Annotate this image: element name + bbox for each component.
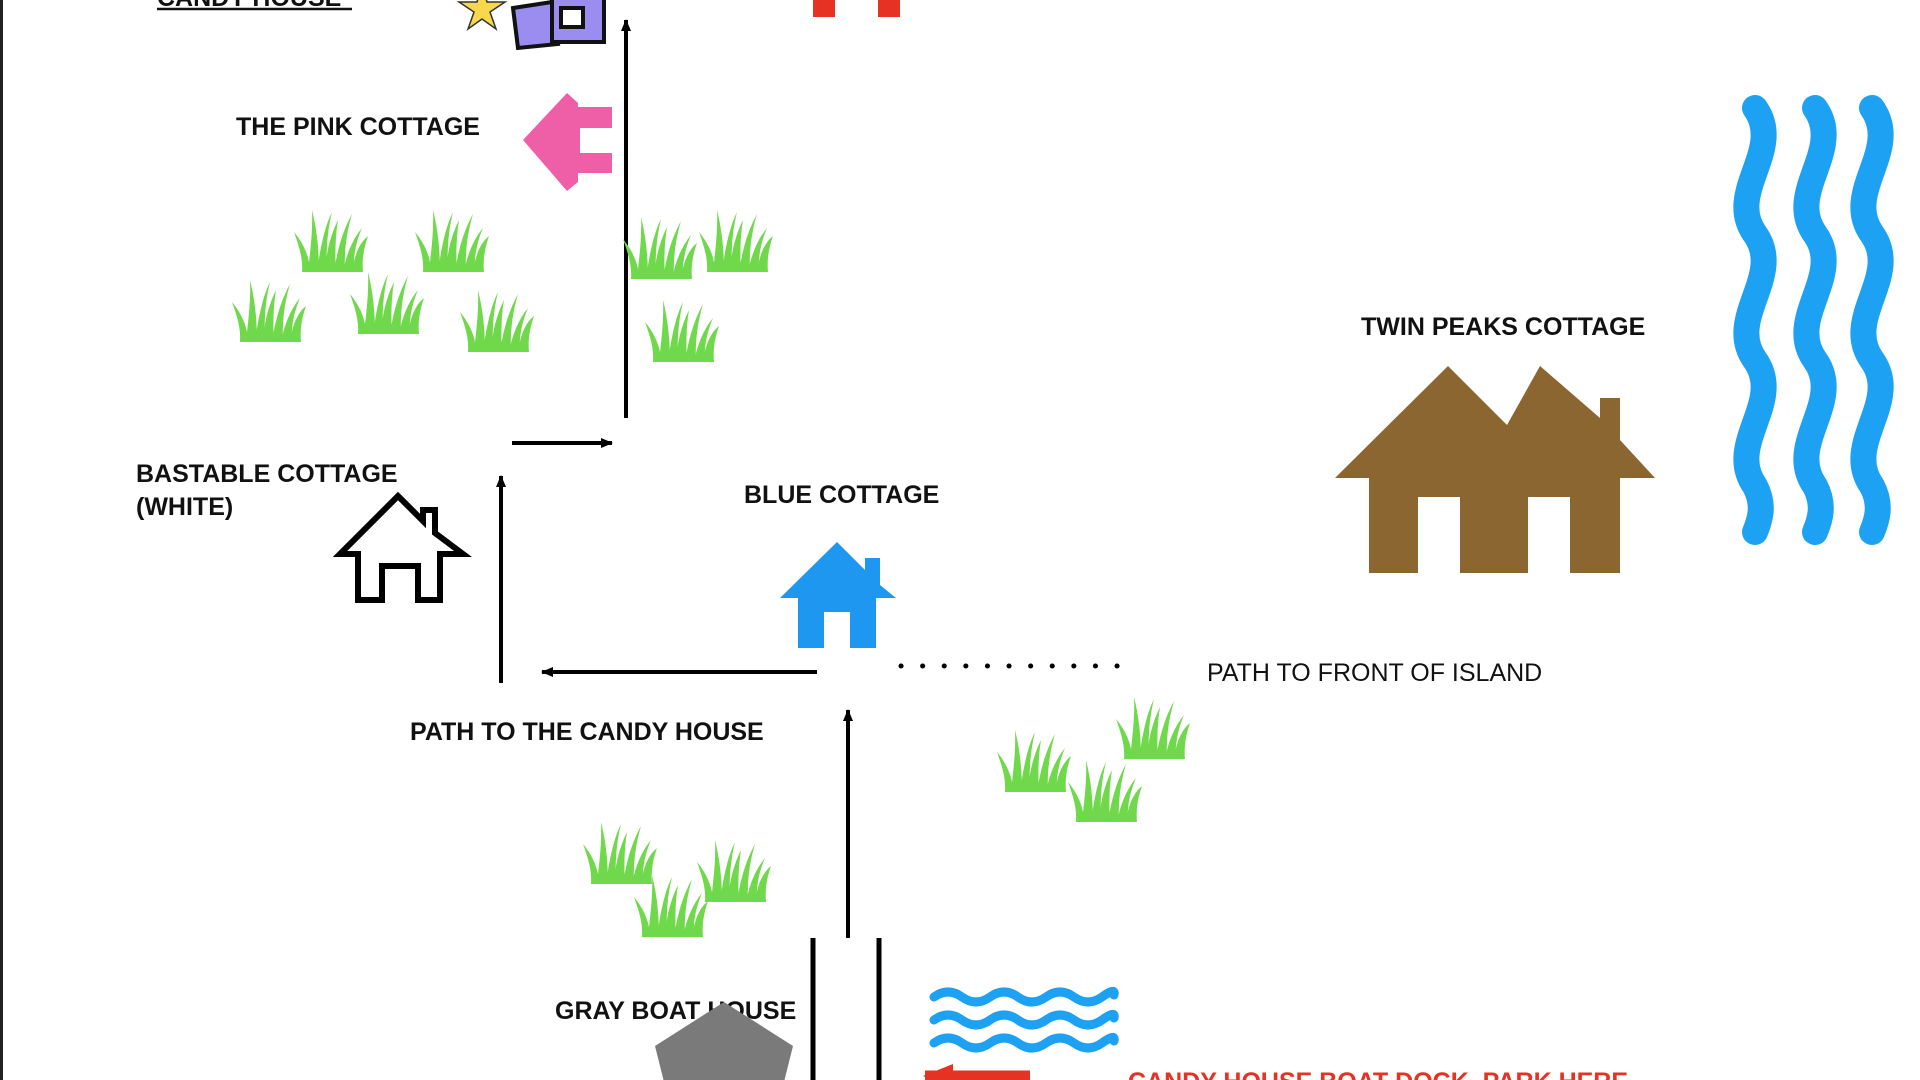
label-pink-cottage: THE PINK COTTAGE (236, 113, 480, 141)
label-bastable-cottage: BASTABLE COTTAGE (136, 460, 398, 488)
wave-icon (1793, 95, 1837, 545)
grass-cluster-top-right (623, 210, 773, 362)
grass-icon (997, 730, 1071, 792)
wave-icon (929, 1010, 1119, 1030)
grass-icon (415, 210, 489, 272)
pentagon-icon (655, 1002, 793, 1080)
label-path-to-candy-house: PATH TO THE CANDY HOUSE (410, 718, 764, 746)
wave-icon (929, 1033, 1119, 1053)
grass-icon (460, 290, 534, 352)
wave-icon (1850, 95, 1894, 545)
red-building-icon (813, 0, 900, 17)
house-arrow-left-icon (523, 93, 612, 191)
boat-dock (810, 938, 882, 1080)
grass-icon (697, 840, 771, 902)
grass-icon (634, 875, 708, 937)
star-icon (456, 0, 508, 31)
grass-icon (1068, 760, 1142, 822)
water-waves-dock (929, 987, 1119, 1053)
label-path-front-of-island: PATH TO FRONT OF ISLAND (1207, 659, 1542, 687)
wave-icon (1733, 95, 1777, 545)
grass-cluster-top-left (232, 210, 534, 352)
grass-icon (623, 217, 697, 279)
label-twin-peaks-cottage: TWIN PEAKS COTTAGE (1361, 313, 1645, 341)
grass-icon (350, 272, 424, 334)
house-outline-icon (332, 491, 472, 603)
grass-icon (294, 210, 368, 272)
grass-icon (645, 300, 719, 362)
left-border (0, 0, 3, 1080)
candy-house-icon (510, 0, 606, 51)
label-blue-cottage: BLUE COTTAGE (744, 481, 939, 509)
grass-icon (699, 210, 773, 272)
water-waves-right (1733, 95, 1894, 545)
twin-house-icon (1335, 366, 1655, 573)
label-bastable-white: (WHITE) (136, 493, 233, 521)
grass-icon (583, 822, 657, 884)
grass-icon (232, 280, 306, 342)
wave-icon (929, 987, 1119, 1007)
label-dock-park-here: CANDY HOUSE BOAT DOCK, PARK HERE (1128, 1068, 1628, 1080)
label-gray-boat-house: GRAY BOAT HOUSE (555, 997, 796, 1025)
grass-icon (1116, 697, 1190, 759)
grass-cluster-mid-right (997, 697, 1190, 822)
house-icon (780, 542, 896, 648)
grass-cluster-bottom (583, 822, 771, 937)
